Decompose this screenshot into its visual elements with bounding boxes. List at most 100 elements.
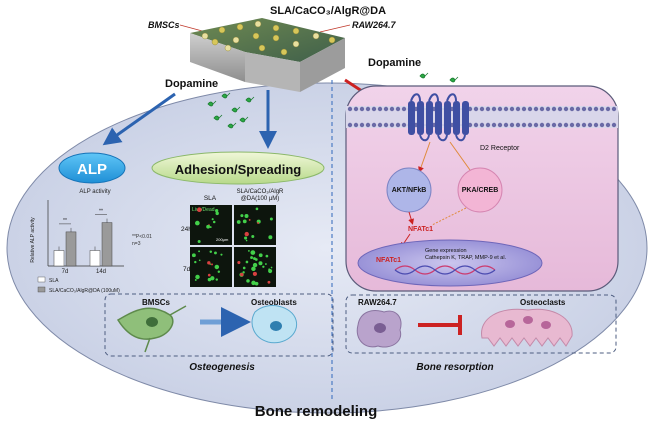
legend-sla-dopamine: SLA/CaCO₃/AlgR@DA (100uM): [49, 288, 120, 294]
nfatc1-upper-label: NFATc1: [408, 226, 433, 233]
lipid-head: [521, 106, 527, 112]
fluorescent-cell: [268, 235, 273, 240]
scaffold-granule: [272, 34, 280, 42]
osteoblast-nucleus: [270, 321, 282, 331]
fluorescent-cell: [262, 265, 265, 268]
osteogenesis-box: BMSCs Osteoblasts Osteogenesis: [104, 293, 334, 373]
fluorescent-cell: [251, 266, 256, 272]
lipid-head: [473, 106, 479, 112]
osteogenesis-caption: Osteogenesis: [189, 362, 255, 373]
dopamine-molecules-left: [207, 92, 255, 129]
fluorescent-cell: [215, 211, 219, 216]
osteoblasts-label: Osteoblasts: [251, 298, 297, 307]
scaffold-granule: [292, 27, 300, 35]
lipid-head: [581, 106, 587, 112]
scaffold-granule: [236, 23, 244, 31]
fluorescent-cell: [245, 260, 249, 264]
fluorescent-cell: [251, 280, 256, 286]
fluorescent-cell: [214, 264, 220, 270]
akt-nfkb-label: AKT/NFkB: [392, 187, 427, 194]
fluorescent-cell: [194, 260, 197, 264]
fluorescent-cell: [237, 260, 241, 265]
lipid-head: [359, 106, 365, 112]
lipid-head: [539, 106, 545, 112]
raw-pointer: [319, 24, 351, 33]
lipid-head: [371, 122, 377, 128]
lipid-head: [389, 122, 395, 128]
dna-helix: [394, 265, 496, 275]
fluorescent-cell: [255, 207, 259, 211]
lipid-head: [383, 106, 389, 112]
scaffold-granule: [224, 44, 232, 52]
scaffold-granule: [272, 24, 280, 32]
lipid-head: [365, 106, 371, 112]
lipid-head: [527, 106, 533, 112]
alp-pill-label: ALP: [77, 161, 107, 178]
lipid-head: [503, 122, 509, 128]
scaffold-granule: [258, 44, 266, 52]
fluorescent-cell: [195, 274, 200, 280]
fluorescent-cell: [242, 271, 245, 274]
fluorescent-cell: [198, 259, 201, 262]
fluorescent-cell: [209, 250, 213, 254]
live-dead-panel: SLA SLA/CaCO₃/AlgR@DA(100 μM) 24h 7d Liv…: [181, 189, 284, 287]
lipid-head: [563, 122, 569, 128]
lipid-head: [497, 122, 503, 128]
arrow-to-nfatc1: [408, 211, 415, 225]
alp-ylabel: Relative ALP activity: [30, 217, 36, 263]
pka-creb-label: PKA/CREB: [462, 187, 499, 194]
fluorescent-cell: [206, 224, 210, 229]
lipid-head: [587, 106, 593, 112]
lipid-head: [377, 106, 383, 112]
dopamine-right-label: Dopamine: [368, 57, 421, 69]
fluorescent-cell: [197, 207, 202, 213]
fluorescent-cell: [198, 250, 201, 253]
osteoclast-cell-icon: [481, 308, 573, 347]
dopamine-molecule-icon: [419, 72, 429, 79]
scaffold-granule: [292, 40, 300, 48]
inhibit-to-pka: [449, 141, 471, 171]
scaffold-granule: [280, 48, 288, 56]
lipid-head: [389, 106, 395, 112]
lipid-head: [401, 106, 407, 112]
fluorescent-cell: [252, 271, 257, 276]
lipid-head: [569, 106, 575, 112]
dopamine-molecule-icon: [207, 100, 217, 107]
micrograph-sla-7d: [190, 247, 232, 287]
dopamine-molecule-icon: [213, 114, 223, 121]
raw-label: RAW264.7: [358, 298, 397, 307]
lipid-head: [347, 106, 353, 112]
lipid-head: [503, 106, 509, 112]
bmscs-top-label: BMSCs: [148, 20, 180, 30]
lipid-head: [599, 106, 605, 112]
dopamine-molecule-icon: [227, 122, 237, 129]
legend-swatch-sla: [37, 276, 46, 283]
fluorescent-cell: [211, 218, 214, 221]
scaffold-granule: [254, 20, 262, 28]
alp-bar-sla-caco-algr-da-100um--7d: [65, 231, 77, 267]
osteoclast-nucleus-a: [505, 320, 515, 328]
lipid-head: [575, 106, 581, 112]
fluorescent-cell: [258, 261, 263, 266]
lipid-head: [509, 106, 515, 112]
adhesion-pill: Adhesion/Spreading: [151, 151, 325, 185]
fluorescent-cell: [244, 214, 249, 219]
fluorescent-cell: [236, 220, 241, 224]
osteoclasts-label: Osteoclasts: [520, 298, 566, 307]
scaffold-granule: [328, 36, 336, 44]
bmscs-nucleus: [146, 317, 158, 327]
lipid-head: [485, 106, 491, 112]
lipid-head: [353, 106, 359, 112]
fluorescent-cell: [257, 222, 260, 224]
lipid-head: [551, 106, 557, 112]
scaffold-title: SLA/CaCO₃/AlgR@DA: [270, 5, 386, 17]
fluorescent-cell: [214, 251, 217, 255]
lipid-head: [491, 106, 497, 112]
lipid-head: [521, 122, 527, 128]
alp-sig-mark: **: [63, 218, 67, 224]
fluorescent-cell: [210, 276, 215, 281]
lipid-head: [581, 122, 587, 128]
scaffold-granule: [211, 38, 219, 46]
